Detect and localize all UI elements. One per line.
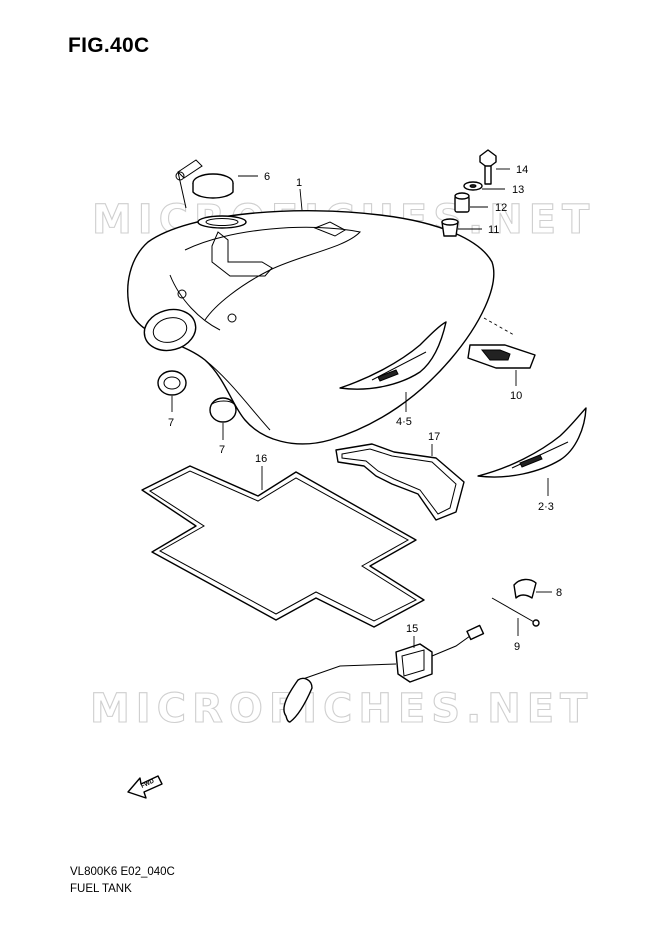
- callout-14: 14: [516, 164, 528, 176]
- callout-9: 9: [514, 641, 520, 653]
- fuel-cap-part[interactable]: [175, 159, 234, 209]
- callout-11: 11: [488, 224, 499, 236]
- callout-17: 17: [428, 431, 440, 443]
- cap-plug-part[interactable]: [209, 397, 237, 423]
- watermark-bottom: MICROFICHES.NET: [90, 686, 593, 732]
- callout-13: 13: [512, 184, 524, 196]
- emblem-base-part[interactable]: [467, 344, 536, 369]
- fuel-sender-part[interactable]: [283, 624, 485, 723]
- callout-12: 12: [495, 202, 507, 214]
- callout-16: 16: [255, 453, 267, 465]
- cushion-part[interactable]: [441, 218, 459, 237]
- figure-title: FIG.40C: [68, 34, 150, 57]
- fuel-tank-part[interactable]: [127, 210, 495, 445]
- tank-emblem-part[interactable]: [339, 321, 447, 390]
- callout-4-5: 4·5: [396, 416, 412, 428]
- band-part[interactable]: [491, 597, 540, 627]
- fwd-arrow-icon: FWD: [127, 775, 163, 799]
- gasket-part[interactable]: [335, 443, 465, 521]
- collar-part[interactable]: [454, 192, 470, 213]
- callout-10: 10: [510, 390, 522, 402]
- washer-part[interactable]: [463, 181, 483, 191]
- callout-7a: 7: [168, 417, 174, 429]
- figure-code: VL800K6 E02_040C: [70, 866, 175, 878]
- figure-name: FUEL TANK: [70, 883, 132, 895]
- plug-part[interactable]: [157, 370, 187, 396]
- callout-7b: 7: [219, 444, 225, 456]
- emblem-right-part[interactable]: [477, 407, 587, 478]
- callout-1: 1: [296, 177, 302, 189]
- callout-8: 8: [556, 587, 562, 599]
- callout-6: 6: [264, 171, 270, 183]
- bolt-part[interactable]: [479, 149, 497, 185]
- fwd-label: FWD: [140, 778, 156, 789]
- callout-2-3: 2·3: [538, 501, 554, 513]
- callout-15: 15: [406, 623, 418, 635]
- pad-part[interactable]: [141, 465, 425, 628]
- clamp-part[interactable]: [513, 578, 537, 599]
